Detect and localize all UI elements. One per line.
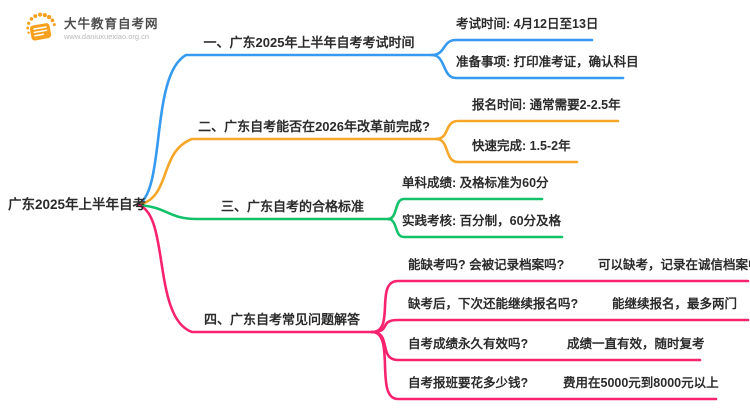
branch-2-child-1: 报名时间: 通常需要2-2.5年 bbox=[472, 98, 621, 112]
branch-4-row-3: 自考成绩永久有效吗? 成绩一直有效，随时复考 bbox=[408, 335, 748, 353]
branch-4-row-1: 能缺考吗? 会被记录档案吗? 可以缺考，记录在诚信档案中 bbox=[408, 256, 750, 274]
site-logo: 大牛教育自考网 www.daniuxuexiao.org.cn bbox=[22, 8, 159, 51]
branch-4-row-4: 自考报班要花多少钱? 费用在5000元到8000元以上 bbox=[408, 374, 748, 392]
answer-text: 能继续报名，最多两门 bbox=[612, 297, 738, 311]
branch-3-child-1: 单科成绩: 及格标准为60分 bbox=[402, 176, 549, 190]
branch-1-child-1: 考试时间: 4月12日至13日 bbox=[456, 17, 599, 31]
site-name: 大牛教育自考网 bbox=[64, 17, 159, 31]
branch-4-row-2: 缺考后，下次还能继续报名吗? 能继续报名，最多两门 bbox=[408, 295, 748, 313]
branch-4-title: 四、广东自考常见问题解答 bbox=[203, 312, 360, 327]
answer-text: 可以缺考，记录在诚信档案中 bbox=[598, 258, 750, 272]
branch-4-child-2-line bbox=[370, 318, 750, 334]
book-sun-icon bbox=[22, 8, 60, 51]
branch-3-child-2: 实践考核: 百分制，60分及格 bbox=[402, 214, 562, 228]
branch-2-child-2: 快速完成: 1.5-2年 bbox=[472, 139, 571, 153]
branch-1-child-2: 准备事项: 打印准考证，确认科目 bbox=[456, 55, 639, 69]
branch-3-title: 三、广东自考的合格标准 bbox=[220, 199, 364, 214]
question-text: 自考成绩永久有效吗? bbox=[408, 337, 529, 351]
question-text: 能缺考吗? 会被记录档案吗? bbox=[408, 258, 565, 272]
root-node: 广东2025年上半年自考 bbox=[8, 197, 147, 212]
answer-text: 费用在5000元到8000元以上 bbox=[563, 376, 719, 390]
question-text: 缺考后，下次还能继续报名吗? bbox=[408, 297, 579, 311]
site-url: www.daniuxuexiao.org.cn bbox=[64, 32, 150, 41]
answer-text: 成绩一直有效，随时复考 bbox=[567, 337, 705, 351]
branch-2-line bbox=[136, 137, 438, 207]
question-text: 自考报班要花多少钱? bbox=[408, 376, 529, 390]
branch-1-title: 一、广东2025年上半年自考考试时间 bbox=[203, 35, 415, 50]
branch-2-title: 二、广东自考能否在2026年改革前完成? bbox=[198, 119, 430, 134]
